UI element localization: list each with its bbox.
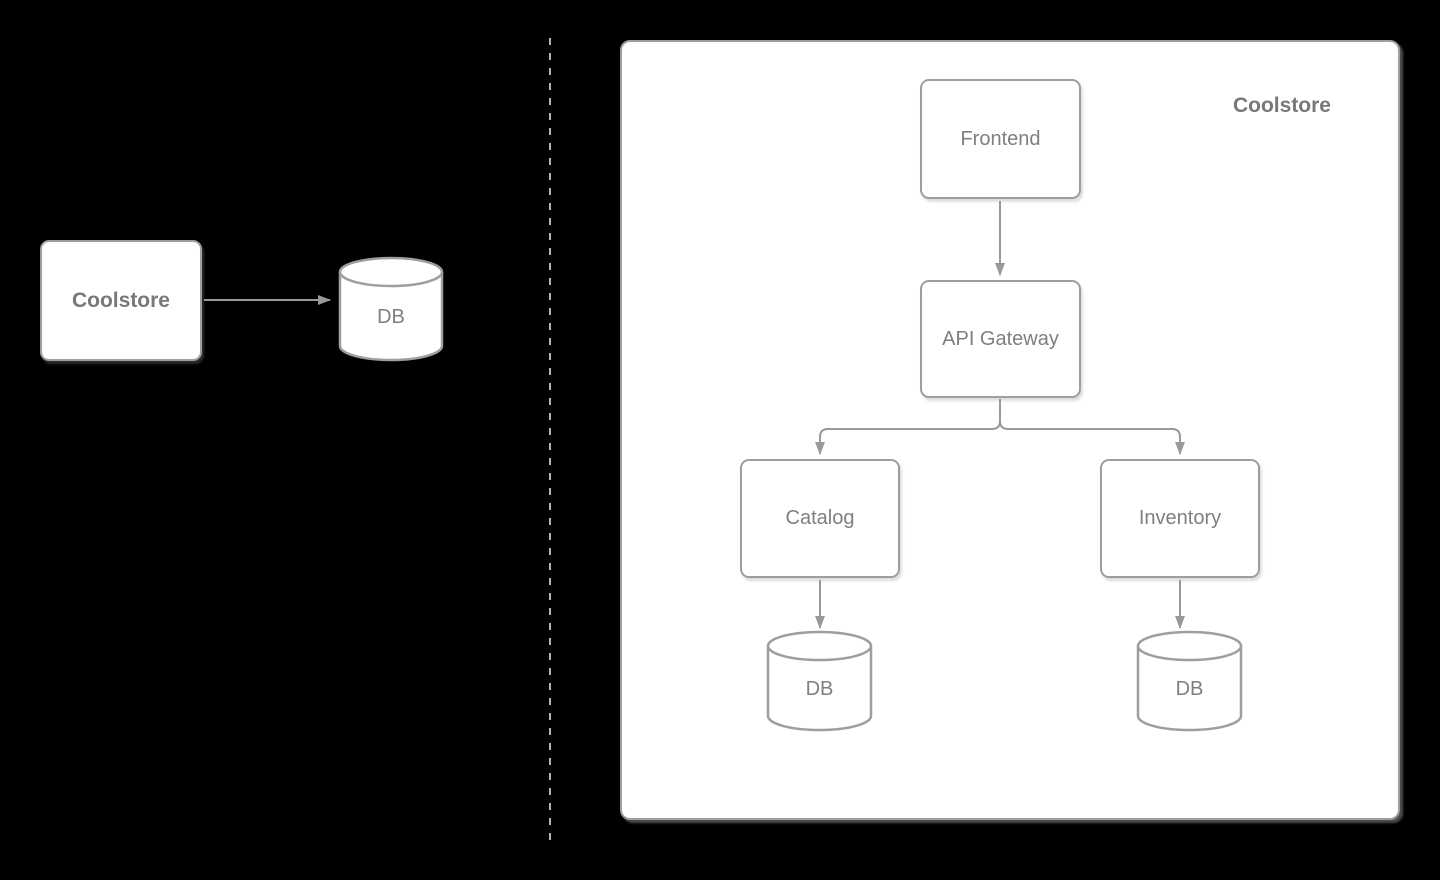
node-label: API Gateway: [942, 327, 1059, 350]
node-coolstore-monolith: Coolstore: [40, 240, 202, 361]
node-label: DB: [377, 306, 405, 328]
db-cylinder-left: [338, 256, 444, 362]
coolstore-container-title: Coolstore: [1232, 94, 1331, 117]
node-frontend: Frontend: [920, 79, 1081, 199]
db-cylinder-left-label: DB: [340, 258, 442, 360]
node-label: Catalog: [785, 507, 855, 529]
node-catalog: Catalog: [740, 459, 900, 578]
node-inventory: Inventory: [1100, 459, 1260, 578]
node-api-gateway: API Gateway: [920, 280, 1081, 398]
node-label: Frontend: [960, 127, 1041, 150]
node-label: Coolstore: [71, 288, 170, 312]
node-label: Inventory: [1138, 507, 1222, 529]
